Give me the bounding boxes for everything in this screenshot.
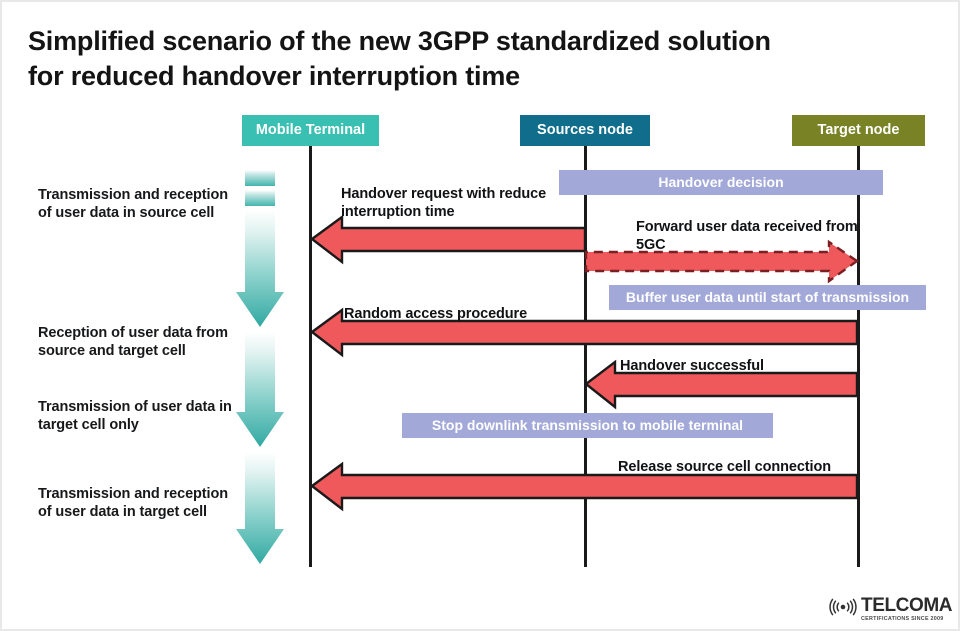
- message-label-forward-user-data: Forward user data received from 5GC: [636, 219, 858, 254]
- node-header-target-node[interactable]: Target node: [792, 115, 925, 146]
- note-stop-downlink: Stop downlink transmission to mobile ter…: [402, 413, 773, 438]
- message-label-random-access: Random access procedure: [344, 306, 528, 322]
- node-header-label: Mobile Terminal: [255, 122, 366, 138]
- note-handover-decision: Handover decision: [559, 170, 883, 195]
- telcoma-logo: TELCOMA CERTIFICATIONS SINCE 2009: [828, 592, 953, 626]
- side-label-target-cell: Transmission and reception of user data …: [38, 486, 228, 521]
- message-label-release-source-cell: Release source cell connection: [618, 459, 831, 475]
- note-label: Buffer user data until start of transmis…: [625, 289, 910, 305]
- logo-name: TELCOMA: [861, 595, 953, 617]
- node-header-source-node[interactable]: Sources node: [520, 115, 650, 146]
- node-header-mobile-terminal[interactable]: Mobile Terminal: [242, 115, 379, 146]
- note-buffer-user-data: Buffer user data until start of transmis…: [609, 285, 926, 310]
- node-header-label: Sources node: [537, 122, 633, 138]
- teal-flow-tick: [245, 170, 275, 186]
- signal-waves-icon: [828, 597, 858, 622]
- teal-flow-arrow-3: [236, 452, 284, 564]
- logo-wordmark: TELCOMA CERTIFICATIONS SINCE 2009: [861, 595, 953, 622]
- teal-flow-arrow-1: [236, 210, 284, 327]
- teal-flow-tick: [245, 190, 275, 206]
- page-title-line-2: for reduced handover interruption time: [28, 60, 520, 91]
- lifeline-target-node: [857, 146, 860, 567]
- note-label: Handover decision: [658, 174, 784, 190]
- message-label-handover-successful: Handover successful: [620, 358, 764, 374]
- side-label-source-and-target: Reception of user data from source and t…: [38, 325, 228, 360]
- lifeline-source-node: [584, 146, 587, 567]
- teal-flow-arrow-2: [236, 332, 284, 447]
- side-label-target-only: Transmission of user data in target cell…: [38, 399, 232, 434]
- node-header-label: Target node: [817, 122, 900, 138]
- page-title: Simplified scenario of the new 3GPP stan…: [28, 24, 908, 93]
- side-label-source-cell: Transmission and reception of user data …: [38, 187, 228, 222]
- logo-tagline: CERTIFICATIONS SINCE 2009: [861, 615, 944, 622]
- message-label-handover-request: Handover request with reduce interruptio…: [341, 186, 547, 221]
- page-title-line-1: Simplified scenario of the new 3GPP stan…: [28, 26, 771, 56]
- lifeline-mobile-terminal: [309, 146, 312, 567]
- message-arrow-handover-request: [309, 214, 587, 265]
- note-label: Stop downlink transmission to mobile ter…: [431, 417, 744, 433]
